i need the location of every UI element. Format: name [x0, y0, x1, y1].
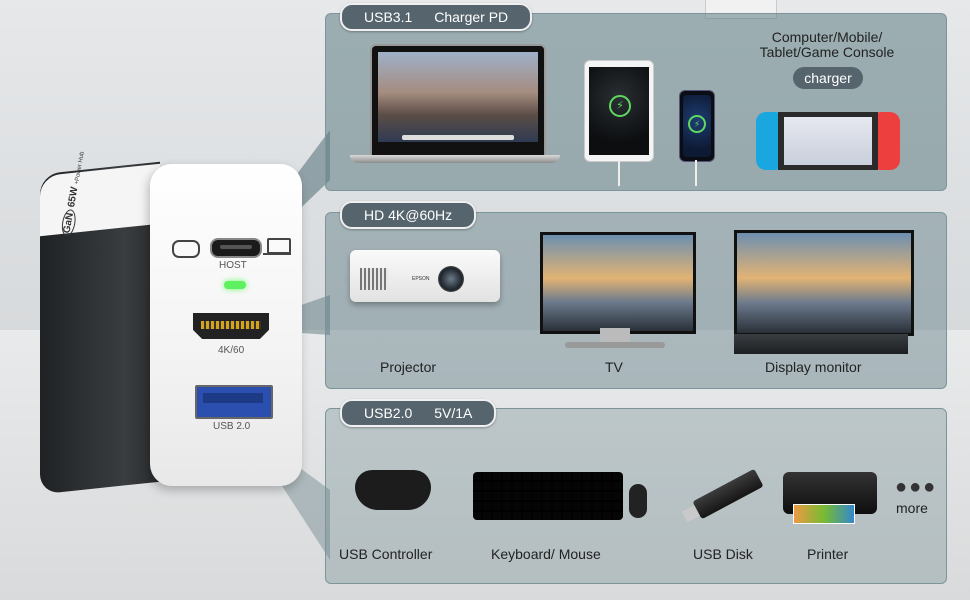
caption-display-monitor: Display monitor — [765, 359, 862, 375]
usb20-tag-b: 5V/1A — [434, 405, 473, 421]
caption-more: more — [896, 500, 928, 516]
charging-bolt-icon: ⚡ — [609, 95, 631, 117]
caption-keyboard-mouse: Keyboard/ Mouse — [491, 546, 601, 562]
usb31-tag: USB3.1 Charger PD — [340, 3, 533, 31]
printer-device — [783, 472, 877, 524]
projector-device: EPSON — [350, 250, 500, 302]
tv-device — [540, 232, 696, 334]
usb-a-port — [195, 385, 273, 419]
caption-usb-controller: USB Controller — [339, 546, 433, 562]
status-led — [224, 281, 246, 289]
caption-projector: Projector — [380, 359, 437, 375]
tablet-cable — [618, 160, 620, 186]
caption-printer: Printer — [807, 546, 849, 562]
usb-label: USB 2.0 — [213, 421, 251, 432]
keyboard-device — [473, 472, 623, 520]
usb20-tag-a: USB2.0 — [364, 405, 413, 421]
usb31-tag-b: Charger PD — [434, 9, 509, 25]
usb20-tag: USB2.0 5V/1A — [340, 399, 497, 427]
usb-c-port — [210, 238, 262, 258]
gamepad-icon — [172, 240, 200, 258]
host-label: HOST — [219, 260, 247, 271]
hdmi-port — [193, 313, 269, 339]
caption-usb-disk: USB Disk — [693, 546, 753, 562]
tablet-device: ⚡ — [584, 60, 654, 162]
monitor-base — [734, 334, 908, 354]
phone-device: ⚡ — [679, 90, 715, 162]
game-console-device — [756, 112, 900, 170]
more-dots-icon: ●●● — [895, 476, 938, 498]
caption-tv: TV — [605, 359, 623, 375]
phone-cable — [695, 160, 697, 186]
mouse-device — [629, 484, 647, 518]
charger-top — [40, 163, 160, 237]
projector-brand: EPSON — [412, 276, 430, 282]
charger-brand-power: 65W — [66, 186, 81, 209]
usb31-tag-a: USB3.1 — [364, 9, 413, 25]
tv-base — [565, 342, 665, 348]
monitor-device — [734, 230, 914, 336]
hdmi-label: 4K/60 — [218, 345, 245, 356]
charging-bolt-icon: ⚡ — [688, 115, 706, 133]
tv-stand — [600, 328, 630, 342]
laptop-base — [350, 155, 560, 163]
charger-pill: charger — [793, 67, 863, 89]
laptop-icon — [263, 238, 291, 255]
laptop-device — [370, 44, 546, 158]
hdmi-tag: HD 4K@60Hz — [340, 201, 477, 229]
usb-controller-device — [355, 470, 431, 510]
device-list-text: Computer/Mobile/ Tablet/Game Console — [759, 29, 895, 60]
